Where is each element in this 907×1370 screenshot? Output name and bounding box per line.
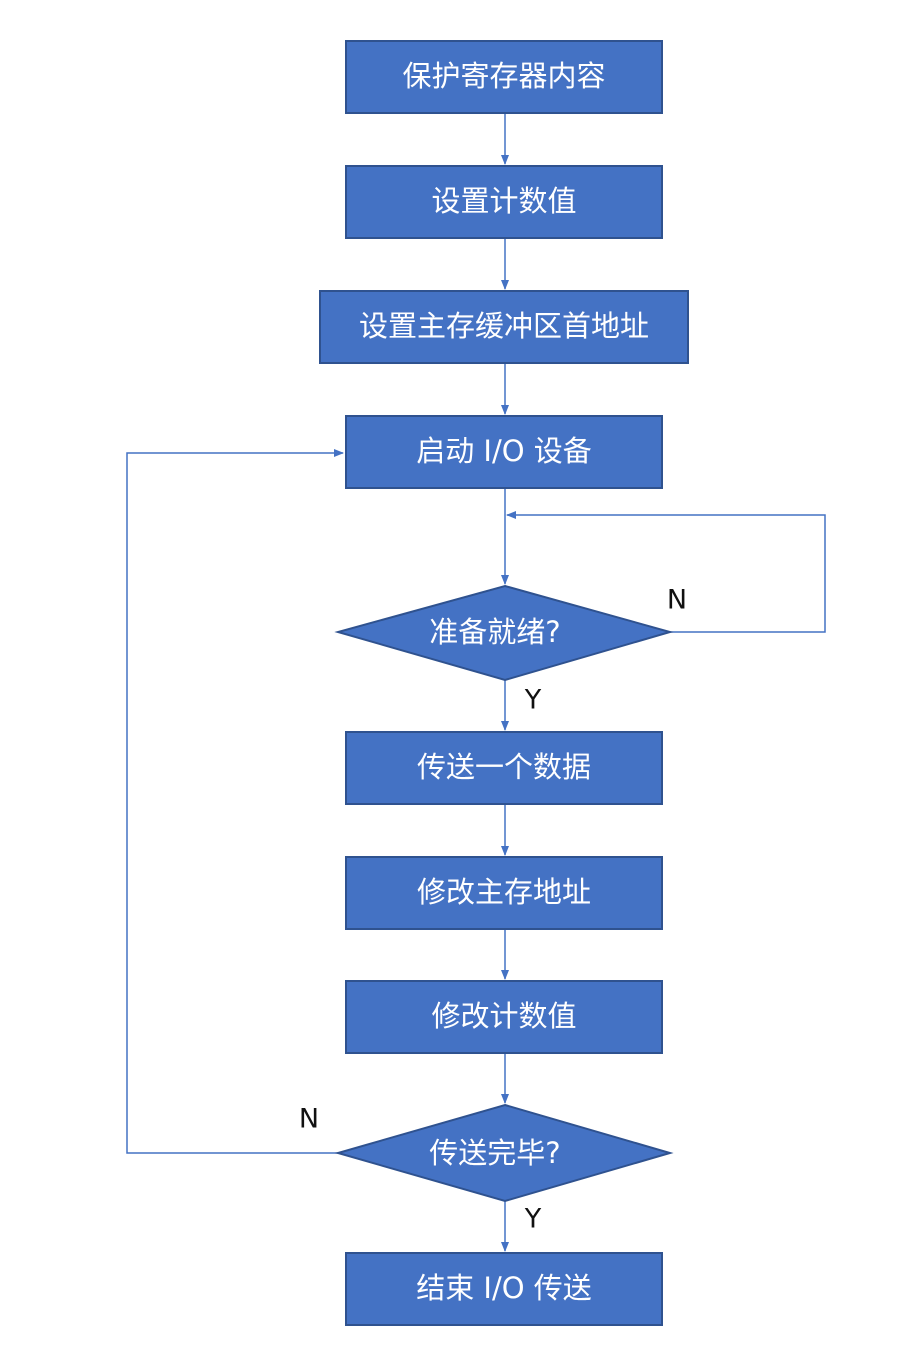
edge-label-ready-yes: Y <box>524 685 542 716</box>
node-label: 修改计数值 <box>431 999 576 1033</box>
nodes: 保护寄存器内容 设置计数值 设置主存缓冲区首地址 启动 I/O 设备 准备就绪?… <box>319 40 689 1326</box>
edge-label-done-no: N <box>299 1104 319 1135</box>
node-save-registers: 保护寄存器内容 <box>345 40 663 114</box>
node-label: 设置计数值 <box>431 184 576 218</box>
node-modify-address: 修改主存地址 <box>345 856 663 930</box>
node-label: 传送完毕? <box>429 1136 560 1170</box>
edge-label-done-yes: Y <box>524 1204 542 1235</box>
edge-labels: N Y N Y <box>299 585 687 1235</box>
node-label: 保护寄存器内容 <box>402 59 605 93</box>
node-label: 启动 I/O 设备 <box>416 434 592 468</box>
connectors <box>126 113 826 1252</box>
node-label: 设置主存缓冲区首地址 <box>359 309 649 343</box>
node-set-count: 设置计数值 <box>345 165 663 239</box>
node-transfer-data: 传送一个数据 <box>345 731 663 805</box>
node-modify-count: 修改计数值 <box>345 980 663 1054</box>
edge-label-ready-no: N <box>667 585 687 616</box>
node-done-check: 传送完毕? <box>334 1103 674 1203</box>
node-label: 准备就绪? <box>429 615 560 649</box>
node-start-io: 启动 I/O 设备 <box>345 415 663 489</box>
edge-done-no-loop <box>126 449 344 1154</box>
node-set-buffer-address: 设置主存缓冲区首地址 <box>319 290 689 364</box>
node-end-io: 结束 I/O 传送 <box>345 1252 663 1326</box>
edge-ready-no-loop <box>506 511 826 633</box>
node-label: 传送一个数据 <box>417 750 591 784</box>
node-label: 修改主存地址 <box>417 875 591 909</box>
node-label: 结束 I/O 传送 <box>416 1271 592 1305</box>
node-ready-check: 准备就绪? <box>334 584 674 682</box>
